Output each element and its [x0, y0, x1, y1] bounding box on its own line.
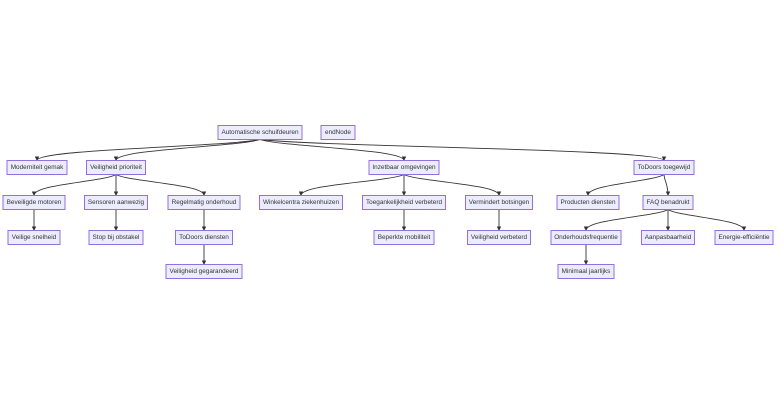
edge-root-to-n3 — [259, 139, 407, 161]
node-box — [175, 230, 233, 245]
node-label: Veiligheid gegarandeerd — [170, 268, 239, 275]
node-n17: Veiligheid verbeterd — [467, 230, 531, 245]
node-label: Beperkte mobiliteit — [378, 234, 431, 241]
node-end: endNode — [320, 125, 356, 140]
node-label: Sensoren aanwezig — [88, 199, 145, 206]
node-label: Onderhoudsfrequentie — [554, 234, 618, 241]
node-n1: Moderniteit gemak — [6, 160, 68, 175]
edge-n3-to-n10 — [403, 174, 502, 196]
node-n2: Veiligheid prioriteit — [86, 160, 146, 175]
node-n15: ToDoors diensten — [175, 230, 233, 245]
edges-layer — [31, 139, 747, 265]
node-box — [7, 230, 61, 245]
node-n6: Sensoren aanwezig — [84, 195, 148, 210]
node-label: Regelmatig onderhoud — [172, 199, 237, 206]
node-label: Veiligheid verbeterd — [471, 234, 528, 241]
node-box — [167, 195, 241, 210]
node-box — [641, 230, 695, 245]
node-box — [6, 160, 68, 175]
node-label: Vermindert botsingen — [469, 199, 530, 206]
node-label: Aanpasbaarheid — [645, 234, 692, 241]
node-label: Minimaal jaarlijks — [562, 268, 611, 275]
edge-root-to-n2 — [113, 139, 261, 161]
node-box — [557, 264, 615, 279]
edge-root-to-n4 — [259, 139, 667, 161]
node-n8: Winkelcentra ziekenhuizen — [259, 195, 343, 210]
node-box — [320, 125, 356, 140]
node-n18: Onderhoudsfrequentie — [550, 230, 622, 245]
node-label: FAQ benadrukt — [647, 199, 690, 206]
node-n16: Beperkte mobiliteit — [373, 230, 435, 245]
node-box — [368, 160, 440, 175]
node-n7: Regelmatig onderhoud — [167, 195, 241, 210]
node-box — [362, 195, 446, 210]
node-n19: Aanpasbaarheid — [641, 230, 695, 245]
node-box — [467, 230, 531, 245]
edge-n3-to-n8 — [298, 174, 405, 196]
node-label: Producten diensten — [560, 199, 616, 206]
node-label: Automatische schuifdeuren — [221, 129, 299, 136]
node-box — [556, 195, 620, 210]
node-label: Veilige snelheid — [12, 234, 57, 241]
node-n3: Inzetbaar omgevingen — [368, 160, 440, 175]
node-label: Winkelcentra ziekenhuizen — [263, 199, 339, 206]
edge-n2-to-n7 — [115, 174, 207, 196]
edge-n4-to-n12 — [663, 174, 671, 196]
node-n11: Producten diensten — [556, 195, 620, 210]
node-box — [86, 160, 146, 175]
node-box — [714, 230, 774, 245]
node-box — [84, 195, 148, 210]
node-box — [88, 230, 144, 245]
node-root: Automatische schuifdeuren — [217, 125, 303, 140]
edge-n12-to-n18 — [583, 209, 669, 231]
node-n12: FAQ benadrukt — [642, 195, 694, 210]
node-n5: Beveiligde motoren — [2, 195, 66, 210]
node-box — [642, 195, 694, 210]
node-box — [259, 195, 343, 210]
node-n20: Energie-efficiëntie — [714, 230, 774, 245]
node-box — [550, 230, 622, 245]
edge-n12-to-n20 — [667, 209, 747, 231]
node-label: endNode — [325, 129, 351, 136]
node-n10: Vermindert botsingen — [465, 195, 533, 210]
node-label: Inzetbaar omgevingen — [372, 164, 436, 171]
node-box — [165, 264, 243, 279]
edge-n2-to-n5 — [31, 174, 117, 196]
node-box — [633, 160, 695, 175]
node-n21: Veiligheid gegarandeerd — [165, 264, 243, 279]
node-label: Energie-efficiëntie — [718, 234, 769, 241]
node-box — [465, 195, 533, 210]
node-label: Moderniteit gemak — [11, 164, 64, 171]
node-n13: Veilige snelheid — [7, 230, 61, 245]
node-n22: Minimaal jaarlijks — [557, 264, 615, 279]
node-n4: ToDoors toegewijd — [633, 160, 695, 175]
node-label: ToDoors diensten — [179, 234, 229, 241]
node-box — [373, 230, 435, 245]
nodes-layer: Automatische schuifdeuren endNodeModernit… — [2, 125, 774, 279]
node-label: ToDoors toegewijd — [638, 164, 691, 171]
node-n14: Stop bij obstakel — [88, 230, 144, 245]
node-box — [217, 125, 303, 140]
node-box — [2, 195, 66, 210]
node-label: Beveiligde motoren — [7, 199, 62, 206]
node-n9: Toegankelijkheid verbeterd — [362, 195, 446, 210]
node-label: Toegankelijkheid verbeterd — [366, 199, 442, 206]
edge-n4-to-n11 — [585, 174, 665, 196]
node-label: Veiligheid prioriteit — [90, 164, 142, 171]
node-label: Stop bij obstakel — [93, 234, 140, 241]
edge-root-to-n1 — [34, 139, 261, 161]
